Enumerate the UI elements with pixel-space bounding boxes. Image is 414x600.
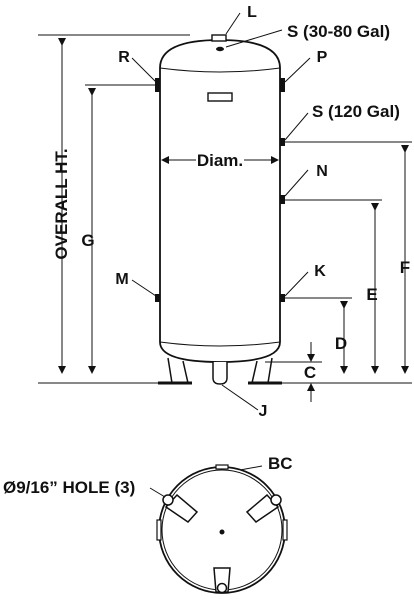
drain-j [212,362,228,385]
label-l: L [247,4,257,21]
fitting-m [155,294,160,302]
tank-body [159,39,281,363]
label-d: D [335,334,347,353]
tank-side-view [38,12,412,411]
fitting-p [280,78,285,92]
leg-left [167,357,189,384]
top-seam [159,67,281,73]
label-diam: Diam. [197,151,243,170]
label-n: N [316,163,328,180]
fitting-n [280,195,285,204]
bottom-leg-bottom [213,567,231,594]
label-k: K [314,263,326,280]
center-drain [219,529,225,535]
label-s-small: S (30-80 Gal) [287,22,390,41]
label-g: G [81,231,94,250]
bottom-view-labels: BC Ø9/16” HOLE (3) [3,454,293,497]
side-view-labels: L S (30-80 Gal) R P S (120 Gal) Diam. N … [52,4,410,420]
label-f: F [400,258,410,277]
port-l [211,34,227,42]
label-s-large: S (120 Gal) [312,102,400,121]
nameplate [207,92,233,102]
label-e: E [366,285,377,304]
bottom-seam [159,341,281,347]
label-overall-ht: OVERALL HT. [52,148,71,259]
fitting-s-large [280,138,285,146]
label-bc: BC [268,454,293,473]
label-j: J [259,403,268,420]
label-hole: Ø9/16” HOLE (3) [3,478,135,497]
label-c: C [304,363,316,382]
fitting-k [280,294,285,302]
label-p: P [317,49,328,66]
label-r: R [118,49,130,66]
port-s-small [216,46,224,52]
bottom-leg-left [162,493,199,523]
bottom-leg-right [245,493,282,523]
fitting-r [155,78,160,92]
tank-bottom-view [149,464,288,594]
label-m: M [115,271,128,288]
